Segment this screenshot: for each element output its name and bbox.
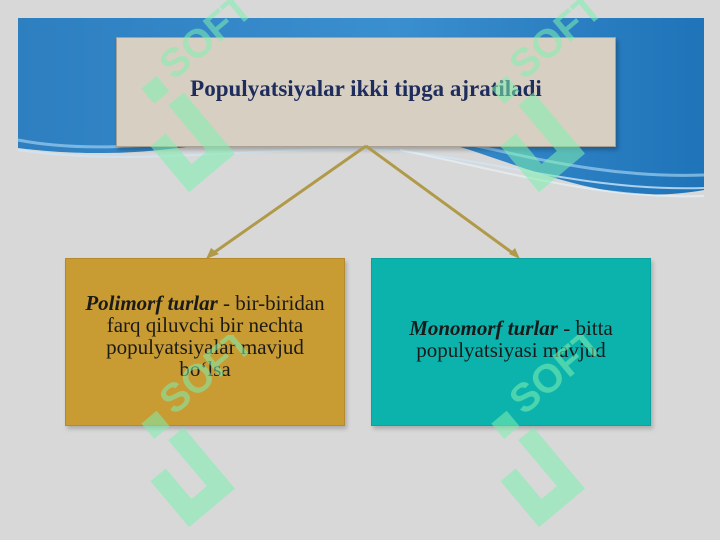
svg-text:SOFT: SOFT bbox=[151, 335, 261, 423]
polymorph-text: Polimorf turlar - bir-biridan farq qiluv… bbox=[85, 292, 325, 380]
right-connector-line bbox=[365, 144, 515, 256]
polymorph-box: Polimorf turlar - bir-biridan farq qiluv… bbox=[65, 258, 345, 426]
monomorph-term: Monomorf turlar bbox=[409, 316, 558, 340]
right-arrowhead-icon bbox=[509, 248, 520, 259]
svg-text:SOFT: SOFT bbox=[151, 0, 261, 88]
polymorph-description: - bir-biridan farq qiluvchi bir nechta p… bbox=[106, 291, 325, 382]
watermark-logo-icon: SOFT bbox=[491, 0, 611, 193]
watermark-logo-icon: SOFT bbox=[491, 335, 611, 528]
left-arrowhead-icon bbox=[206, 248, 219, 259]
monomorph-description: - bitta populyatsiyasi mavjud bbox=[416, 316, 613, 363]
polymorph-term: Polimorf turlar bbox=[85, 291, 218, 315]
left-connector-line bbox=[211, 144, 367, 256]
watermark-logo-icon: SOFT bbox=[141, 335, 261, 528]
monomorph-box: Monomorf turlar - bitta populyatsiyasi m… bbox=[371, 258, 651, 426]
monomorph-text: Monomorf turlar - bitta populyatsiyasi m… bbox=[386, 317, 636, 361]
svg-text:SOFT: SOFT bbox=[501, 335, 611, 423]
svg-text:SOFT: SOFT bbox=[501, 0, 611, 88]
slide-title: Populyatsiyalar ikki tipga ajratiladi bbox=[190, 76, 542, 101]
watermark-logo-icon: SOFT bbox=[141, 0, 261, 193]
